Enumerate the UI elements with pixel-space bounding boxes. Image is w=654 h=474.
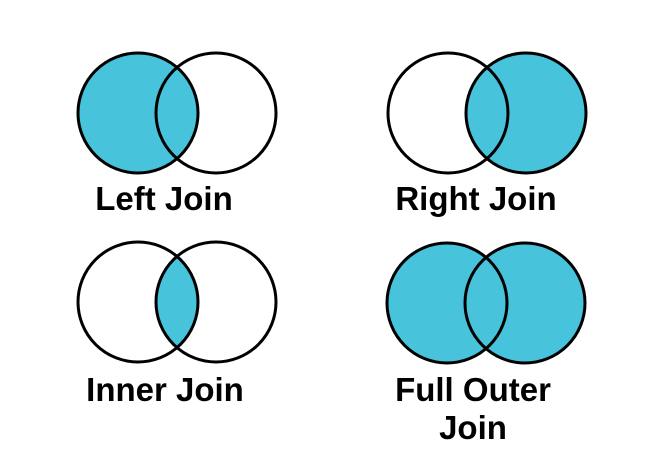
intersection-fill [156, 67, 199, 159]
left-join-label: Left Join [95, 180, 233, 217]
inner-join-venn [76, 240, 278, 364]
right-join-label: Right Join [395, 180, 557, 217]
full-outer-join-venn [385, 241, 587, 365]
right-circle-outline [154, 51, 278, 175]
right-join-venn [386, 51, 588, 175]
left-circle-outline [385, 241, 509, 365]
full-outer-join-label: Full Outer Join [395, 371, 551, 446]
left-join-venn [76, 51, 278, 175]
left-circle-outline [386, 51, 510, 175]
inner-join-label: Inner Join [86, 371, 244, 408]
intersection-fill [156, 256, 199, 348]
intersection-fill [466, 67, 508, 159]
right-circle-outline [154, 240, 278, 364]
right-circle-outline [464, 51, 588, 175]
left-circle-outline [76, 51, 200, 175]
intersection-fill [465, 257, 507, 349]
left-circle-outline [76, 240, 200, 364]
right-circle-outline [463, 241, 587, 365]
